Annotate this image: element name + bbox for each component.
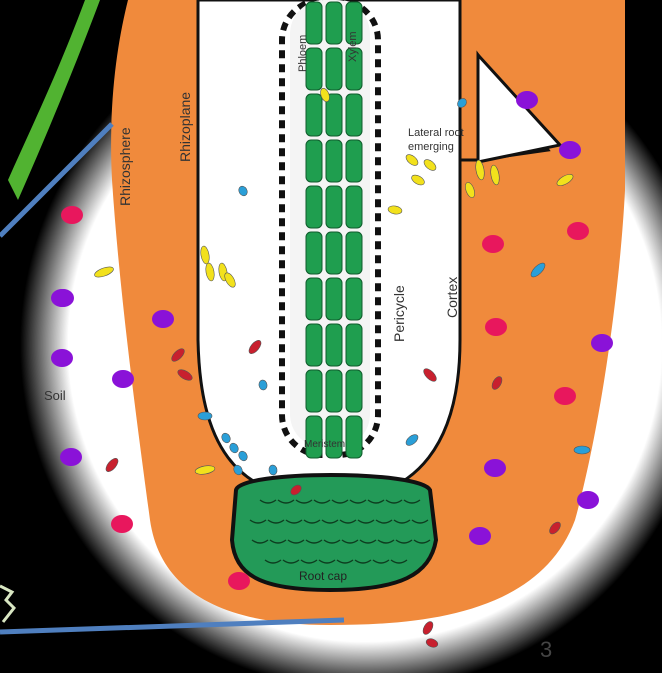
label-xylem: Xylem xyxy=(347,31,359,62)
xylem-cell xyxy=(306,416,322,458)
purple-particle xyxy=(152,310,174,328)
purple-particle xyxy=(591,334,613,352)
label-pericycle: Pericycle xyxy=(391,285,407,342)
pink-particle xyxy=(482,235,504,253)
xylem-cell xyxy=(326,186,342,228)
label-root-cap: Root cap xyxy=(299,569,347,583)
label-rhizosphere: Rhizosphere xyxy=(117,127,133,206)
label-cortex: Cortex xyxy=(444,277,460,318)
label-soil: Soil xyxy=(44,388,66,403)
purple-particle xyxy=(484,459,506,477)
xylem-cell xyxy=(326,232,342,274)
xylem-cell xyxy=(346,186,362,228)
xylem-cell xyxy=(326,48,342,90)
purple-particle xyxy=(469,527,491,545)
xylem-cell xyxy=(306,324,322,366)
label-lateral-root-line2: emerging xyxy=(408,141,454,153)
purple-particle xyxy=(52,289,74,307)
xylem-cell xyxy=(306,278,322,320)
xylem-cell xyxy=(346,416,362,458)
pink-particle xyxy=(228,572,250,590)
slide-page-number: 3 xyxy=(540,637,552,662)
purple-particle xyxy=(559,141,581,159)
pink-particle xyxy=(111,515,133,533)
pink-particle xyxy=(554,387,576,405)
xylem-cell xyxy=(346,140,362,182)
xylem-cell xyxy=(306,232,322,274)
purple-particle xyxy=(51,349,73,367)
xylem-cell xyxy=(346,278,362,320)
xylem-cell xyxy=(306,140,322,182)
xylem-cell xyxy=(306,370,322,412)
xylem-cell xyxy=(326,278,342,320)
bacterium xyxy=(574,446,590,454)
purple-particle xyxy=(577,491,599,509)
purple-particle xyxy=(516,91,538,109)
xylem-cell xyxy=(326,140,342,182)
xylem-cell xyxy=(346,232,362,274)
xylem-cell xyxy=(346,94,362,136)
label-rhizoplane: Rhizoplane xyxy=(177,92,193,162)
purple-particle xyxy=(112,370,134,388)
xylem-cell xyxy=(306,186,322,228)
purple-particle xyxy=(60,448,82,466)
label-phloem: Phloem xyxy=(297,35,309,72)
pink-particle xyxy=(485,318,507,336)
xylem-cell xyxy=(326,416,342,458)
label-lateral-root-line1: Lateral root xyxy=(408,127,464,139)
xylem-cell xyxy=(346,324,362,366)
pink-particle xyxy=(61,206,83,224)
pink-particle xyxy=(567,222,589,240)
label-meristem: Meristem xyxy=(304,439,345,450)
xylem-cell xyxy=(346,370,362,412)
xylem-cell xyxy=(326,324,342,366)
bacterium xyxy=(198,412,212,420)
xylem-cell xyxy=(306,94,322,136)
xylem-cell xyxy=(326,370,342,412)
xylem-cell xyxy=(326,2,342,44)
